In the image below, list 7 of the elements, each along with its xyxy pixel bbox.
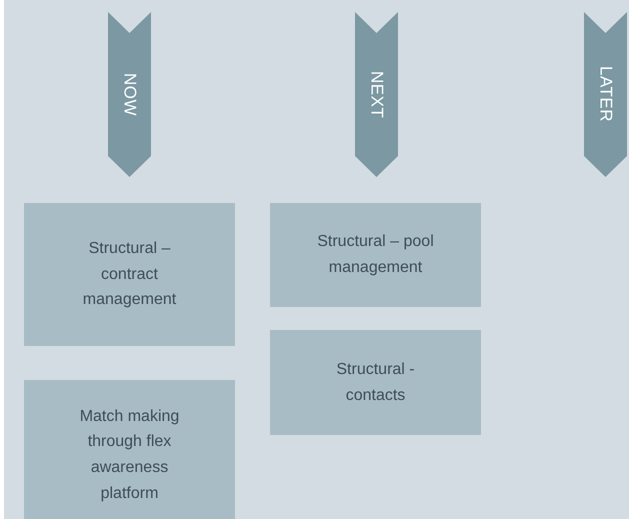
roadmap-card: Structural - contacts <box>270 330 481 435</box>
roadmap-card: Structural – pool management <box>270 203 481 307</box>
chevron-banner: NOW <box>108 12 151 177</box>
chevron-banner: LATER <box>584 12 627 177</box>
chevron-banner: NEXT <box>355 12 398 177</box>
roadmap-card: Match making through flex awareness platform <box>24 380 235 519</box>
roadmap-card: Structural – contract management <box>24 203 235 346</box>
